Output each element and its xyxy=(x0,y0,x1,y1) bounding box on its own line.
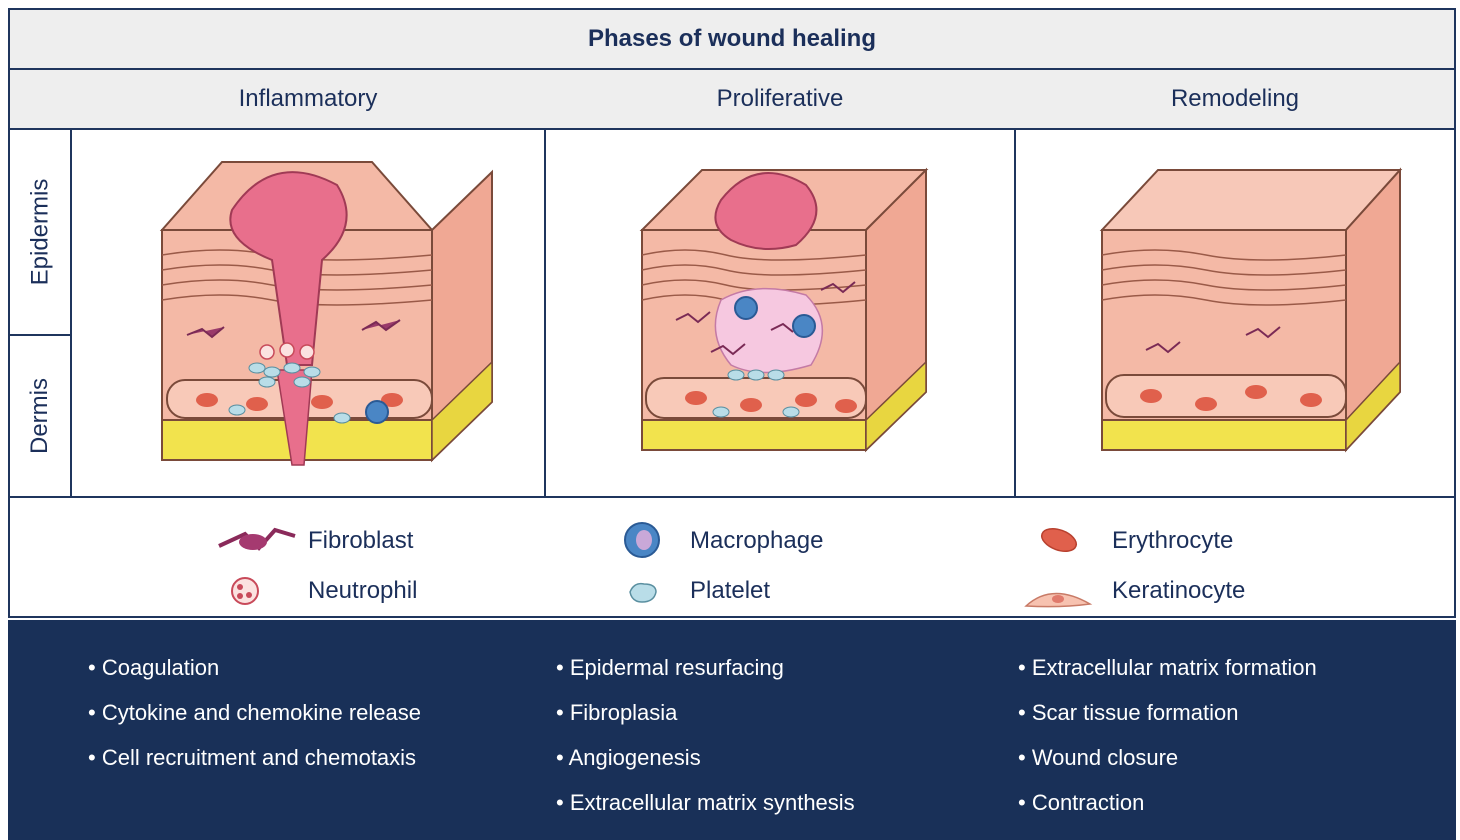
remodeling-illustration xyxy=(1016,130,1454,496)
neutrophil-icon xyxy=(228,574,262,608)
legend-platelet: Platelet xyxy=(690,574,770,608)
process-item: • Epidermal resurfacing xyxy=(556,648,855,693)
process-item: • Cytokine and chemokine release xyxy=(88,693,421,738)
inflammatory-illustration xyxy=(72,130,544,496)
layer-epidermis-label: Epidermis xyxy=(26,179,54,286)
phase-inflammatory: Inflammatory xyxy=(72,70,544,128)
legend-fibroblast: Fibroblast xyxy=(308,524,413,558)
process-item: • Scar tissue formation xyxy=(1018,693,1317,738)
illustration-row: Epidermis Dermis xyxy=(10,130,1454,498)
process-panel: • Coagulation • Cytokine and chemokine r… xyxy=(8,620,1456,840)
process-item: • Extracellular matrix formation xyxy=(1018,648,1317,693)
process-item: • Angiogenesis xyxy=(556,738,855,783)
inflammatory-processes: • Coagulation • Cytokine and chemokine r… xyxy=(88,648,421,783)
layer-epidermis: Epidermis xyxy=(10,130,70,336)
legend-keratinocyte: Keratinocyte xyxy=(1112,574,1245,608)
process-item: • Fibroplasia xyxy=(556,693,855,738)
proliferative-illustration xyxy=(546,130,1014,496)
macrophage-icon xyxy=(622,520,662,560)
process-item: • Coagulation xyxy=(88,648,421,693)
diagram-title: Phases of wound healing xyxy=(10,10,1454,70)
legend-neutrophil: Neutrophil xyxy=(308,574,417,608)
diagram-frame: Phases of wound healing Inflammatory Pro… xyxy=(8,8,1456,618)
keratinocyte-icon xyxy=(1024,580,1094,610)
process-item: • Wound closure xyxy=(1018,738,1317,783)
platelet-icon xyxy=(626,578,660,606)
process-item: • Contraction xyxy=(1018,783,1317,828)
process-item: • Cell recruitment and chemotaxis xyxy=(88,738,421,783)
layer-dermis-label: Dermis xyxy=(26,378,54,454)
layer-dermis: Dermis xyxy=(10,336,70,496)
phase-header-row: Inflammatory Proliferative Remodeling xyxy=(10,70,1454,130)
proliferative-processes: • Epidermal resurfacing • Fibroplasia • … xyxy=(556,648,855,828)
phase-remodeling: Remodeling xyxy=(1016,70,1454,128)
remodeling-processes: • Extracellular matrix formation • Scar … xyxy=(1018,648,1317,828)
fibroblast-icon xyxy=(215,524,301,558)
legend-macrophage: Macrophage xyxy=(690,524,823,558)
legend: Fibroblast Neutrophil Macrophage Platele… xyxy=(10,498,1454,616)
legend-erythrocyte: Erythrocyte xyxy=(1112,524,1233,558)
layer-labels: Epidermis Dermis xyxy=(10,130,72,496)
erythrocyte-icon xyxy=(1038,524,1080,556)
process-item: • Extracellular matrix synthesis xyxy=(556,783,855,828)
phase-proliferative: Proliferative xyxy=(546,70,1014,128)
